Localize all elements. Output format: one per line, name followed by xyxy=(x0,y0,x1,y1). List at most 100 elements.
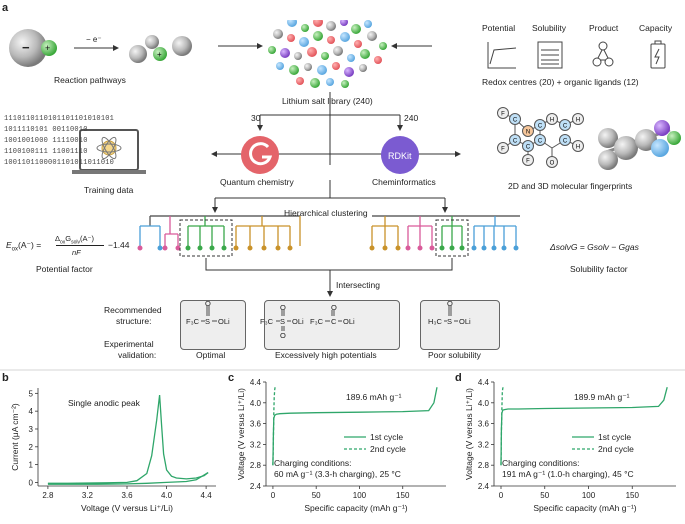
x-tick-label: 3.2 xyxy=(82,491,94,500)
radical-spheres: + xyxy=(129,35,192,63)
y-tick-label: 3.6 xyxy=(250,420,262,429)
y-axis-label: Voltage (V versus Li⁺/Li) xyxy=(464,388,474,480)
optimal-box xyxy=(180,300,246,350)
mol1-oli: OLi xyxy=(218,317,230,326)
quantum-chemistry-label: Quantum chemistry xyxy=(220,177,294,187)
x-tick-label: 0 xyxy=(271,491,276,500)
panel-label-a: a xyxy=(2,2,9,14)
panel-label-b: b xyxy=(2,372,9,384)
plus-sign-2: + xyxy=(157,50,162,59)
y-tick-label: 3 xyxy=(29,425,34,434)
validation-label: validation: xyxy=(118,350,157,360)
library-cloud xyxy=(268,20,387,88)
property-product: Product xyxy=(589,23,619,33)
conditions-text: 191 mA g⁻¹ (1.0-h charging), 45 °C xyxy=(502,469,634,479)
svg-text:C: C xyxy=(538,124,543,130)
conditions-title: Charging conditions: xyxy=(274,458,352,468)
structure-drawings: O S F₃C OLi O S O F₃C OLi O C F₃C OLi O … xyxy=(186,300,471,340)
panel-label-d: d xyxy=(455,372,462,384)
svg-text:O: O xyxy=(447,300,453,308)
svg-text:OLi: OLi xyxy=(292,317,304,326)
count-chem: 240 xyxy=(404,113,418,123)
svg-text:F: F xyxy=(501,147,505,153)
capacity-label: 189.9 mAh g⁻¹ xyxy=(574,392,630,402)
y-tick-label: 3.6 xyxy=(478,420,490,429)
svg-text:OLi: OLi xyxy=(343,317,355,326)
selection-box-right xyxy=(435,219,469,257)
svg-text:H₃C: H₃C xyxy=(428,317,442,326)
y-tick-label: 1 xyxy=(29,461,34,470)
product-icon xyxy=(592,41,614,67)
x-tick-label: 100 xyxy=(353,491,367,500)
diagram-a-svg: − + − e⁻ + xyxy=(0,20,685,371)
x-tick-label: 4.0 xyxy=(161,491,173,500)
potential-factor-label: Potential factor xyxy=(36,264,93,274)
potential-icon xyxy=(487,42,517,69)
x-tick-label: 3.6 xyxy=(121,491,133,500)
y-tick-label: 2 xyxy=(29,443,34,452)
clustering-label: Hierarchical clustering xyxy=(284,208,368,218)
y-tick-label: 4.0 xyxy=(250,399,262,408)
svg-text:H: H xyxy=(550,118,554,124)
y-tick-label: 4.4 xyxy=(250,378,262,387)
selection-box-left xyxy=(179,219,233,257)
legend-label-2: 2nd cycle xyxy=(598,444,634,454)
y-tick-label: 4.4 xyxy=(478,378,490,387)
intersecting-label: Intersecting xyxy=(336,280,380,290)
solubility-formula: ΔsolvG = Gsolv − Ggas xyxy=(550,242,639,252)
x-tick-label: 0 xyxy=(499,491,504,500)
svg-text:O: O xyxy=(331,303,337,312)
plus-sign-1: + xyxy=(45,43,50,53)
y-tick-label: 5 xyxy=(29,389,34,398)
svg-text:O: O xyxy=(280,331,286,340)
y-tick-label: 2.4 xyxy=(250,482,262,491)
mol1-o: O xyxy=(205,300,211,308)
mol1-s: S xyxy=(205,317,210,326)
binary-data: 1110110110101101101010101 1011110101 001… xyxy=(4,115,115,167)
capacity-icon xyxy=(650,40,666,69)
property-potential: Potential xyxy=(482,23,516,33)
dendrogram-right xyxy=(371,215,520,246)
count-qc: 30 xyxy=(251,113,261,123)
conditions-text: 60 mA g⁻¹ (3.3-h charging), 25 °C xyxy=(274,469,401,479)
conditions-title: Charging conditions: xyxy=(502,458,580,468)
rdkit-text: RDKit xyxy=(388,151,412,161)
svg-text:C: C xyxy=(331,317,337,326)
svg-text:OLi: OLi xyxy=(459,317,471,326)
solubility-factor-label: Solubility factor xyxy=(570,264,628,274)
fingerprints-label: 2D and 3D molecular fingerprints xyxy=(508,181,633,191)
svg-text:N: N xyxy=(526,130,530,136)
training-data-label: Training data xyxy=(84,185,134,195)
svg-text:O: O xyxy=(550,161,555,167)
quantum-chemistry-logo xyxy=(241,136,279,174)
x-tick-label: 4.4 xyxy=(201,491,213,500)
svg-text:S: S xyxy=(280,317,285,326)
property-solubility: Solubility xyxy=(532,23,567,33)
svg-text:F: F xyxy=(501,112,505,118)
svg-text:O: O xyxy=(280,303,286,312)
property-capacity: Capacity xyxy=(639,23,673,33)
dendrogram-left xyxy=(139,215,301,246)
series-line-2 xyxy=(272,386,276,466)
y-tick-label: 4 xyxy=(29,407,34,416)
svg-text:S: S xyxy=(447,317,452,326)
x-tick-label: 100 xyxy=(582,491,596,500)
capacity-label: 189.6 mAh g⁻¹ xyxy=(346,392,402,402)
dendrogram-right-leaves xyxy=(369,245,519,251)
y-tick-label: 2.8 xyxy=(478,461,490,470)
svg-text:C: C xyxy=(563,139,568,145)
minus-sign: − xyxy=(22,40,30,55)
y-tick-label: 0 xyxy=(29,478,34,487)
x-axis-label: Voltage (V versus Li⁺/Li) xyxy=(81,503,173,513)
excessive-label: Excessively high potentials xyxy=(275,350,377,360)
y-axis-label: Current (μA cm⁻²) xyxy=(10,403,20,471)
mol1-f3c: F₃C xyxy=(186,317,200,326)
svg-text:C: C xyxy=(563,124,568,130)
svg-text:H: H xyxy=(576,145,580,151)
y-axis-label: Voltage (V versus Li⁺/Li) xyxy=(236,388,246,480)
svg-text:F: F xyxy=(526,159,530,165)
reaction-pathways-label: Reaction pathways xyxy=(54,75,126,85)
